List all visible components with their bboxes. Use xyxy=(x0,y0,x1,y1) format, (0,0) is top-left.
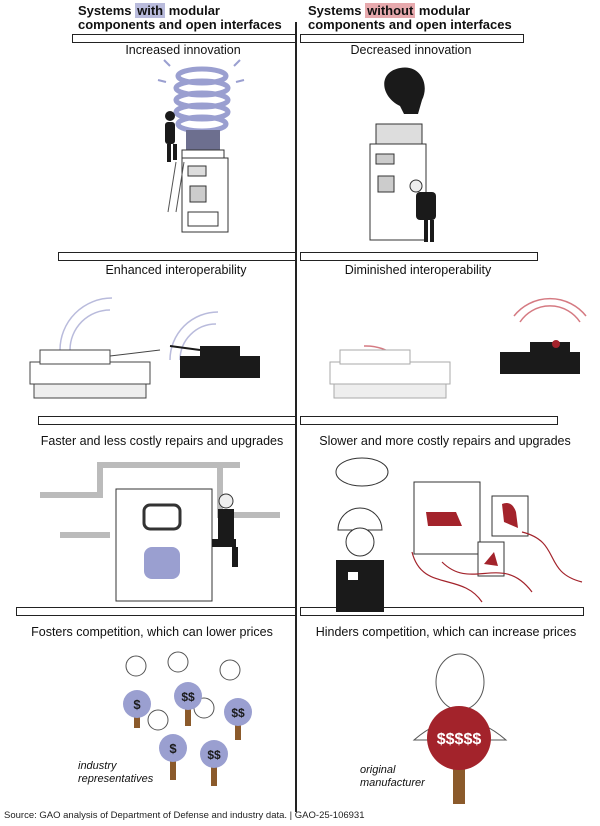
part-icon xyxy=(426,512,462,526)
lightbulb-icon xyxy=(384,67,425,114)
module-slot-icon xyxy=(142,503,182,531)
caption-increased-innovation: Increased innovation xyxy=(125,43,241,57)
caption-diminished-interoperability: Diminished interoperability xyxy=(344,263,492,277)
caption-slower-repairs: Slower and more costly repairs and upgra… xyxy=(319,434,571,448)
coin-2: $$ xyxy=(174,682,202,726)
svg-text:$$: $$ xyxy=(181,690,195,704)
modular-repair-illustration xyxy=(40,462,280,602)
coin-3: $$ xyxy=(224,698,252,740)
caption-enhanced-interoperability: Enhanced interoperability xyxy=(105,263,247,277)
proprietary-repair-illustration xyxy=(335,457,583,612)
header-with-highlight: with xyxy=(135,3,166,18)
svg-text:$: $ xyxy=(169,741,177,756)
coin-4: $ xyxy=(159,734,187,780)
header-without-suffix: modular xyxy=(415,3,471,18)
header-without-highlight: without xyxy=(365,3,416,18)
source-note: Source: GAO analysis of Department of De… xyxy=(4,810,365,821)
original-manufacturer-illustration: $$$$$ xyxy=(412,653,508,804)
shelf-3-right xyxy=(300,416,558,425)
label-original-manufacturer: original manufacturer xyxy=(360,764,425,790)
shelf-3-left xyxy=(38,416,296,425)
shelf-2-left xyxy=(58,252,296,261)
worker-kneeling-icon xyxy=(212,493,238,567)
label-manufacturer-line1: original xyxy=(360,764,396,776)
svg-text:$: $ xyxy=(133,697,141,712)
shelf-4-right xyxy=(300,607,584,616)
broken-bulb-machine-illustration xyxy=(369,67,436,242)
caption-decreased-innovation: Decreased innovation xyxy=(350,43,472,57)
industry-representatives-illustration: $ $$ $$ $ $$ xyxy=(123,651,252,786)
person-inspecting-icon xyxy=(409,179,436,242)
tank-right-icon xyxy=(169,345,260,378)
innovation-machine-illustration xyxy=(157,59,245,233)
worker-icon xyxy=(336,507,384,612)
label-manufacturer-line2: manufacturer xyxy=(360,777,425,789)
tank-left-icon xyxy=(29,349,161,399)
person-climbing-icon xyxy=(165,111,177,162)
header-with-line2: components and open interfaces xyxy=(78,17,282,32)
label-industry-line2: representatives xyxy=(78,773,154,785)
center-divider xyxy=(295,22,297,812)
svg-text:$$: $$ xyxy=(231,706,245,720)
module-icon xyxy=(144,547,180,579)
header-with: Systems with modular components and open… xyxy=(78,3,282,32)
shelf-top-right xyxy=(300,34,524,43)
header-without-prefix: Systems xyxy=(308,3,366,18)
header-without-line2: components and open interfaces xyxy=(308,17,512,32)
coin-1: $ xyxy=(123,690,151,728)
caption-fosters-competition: Fosters competition, which can lower pri… xyxy=(31,625,273,639)
interoperable-tanks-illustration xyxy=(29,297,260,399)
caption-hinders-competition: Hinders competition, which can increase … xyxy=(315,625,577,639)
caption-faster-repairs: Faster and less costly repairs and upgra… xyxy=(40,434,284,448)
header-with-suffix: modular xyxy=(165,3,220,18)
shelf-2-right xyxy=(300,252,538,261)
tank-left-icon xyxy=(329,349,451,399)
svg-text:$$$$$: $$$$$ xyxy=(437,731,482,748)
coin-5: $$ xyxy=(200,740,228,786)
label-industry-line1: industry xyxy=(78,760,117,772)
header-without: Systems without modular components and o… xyxy=(308,3,512,32)
shelf-top-left xyxy=(72,34,296,43)
label-industry-representatives: industry representatives xyxy=(78,760,153,786)
coin-large: $$$$$ xyxy=(427,706,491,804)
non-interoperable-tanks-illustration xyxy=(329,297,587,399)
header-with-prefix: Systems xyxy=(78,3,136,18)
shelf-4-left xyxy=(16,607,296,616)
svg-text:$$: $$ xyxy=(207,748,221,762)
spring-icon xyxy=(173,66,231,134)
tank-right-icon xyxy=(500,340,580,374)
thought-bubble-icon xyxy=(335,457,389,487)
